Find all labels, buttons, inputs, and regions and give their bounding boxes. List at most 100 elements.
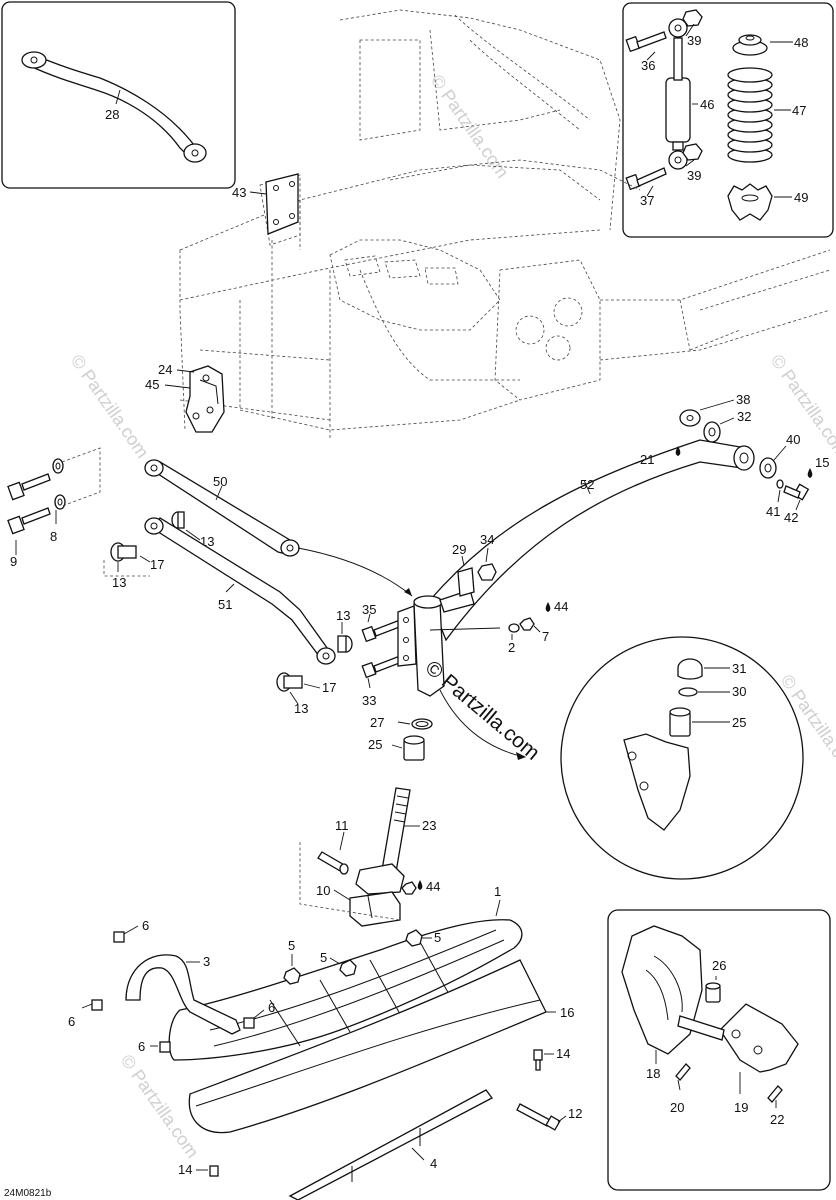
callout-45: 45 <box>145 377 159 392</box>
bushing-part[interactable] <box>669 707 691 737</box>
bolt-part[interactable] <box>516 1103 561 1131</box>
grease-fitting-part[interactable] <box>401 881 417 895</box>
bushing-part[interactable] <box>171 511 185 529</box>
callout-31: 31 <box>732 661 746 676</box>
callout-25: 25 <box>368 737 382 752</box>
washer-part[interactable] <box>776 479 784 489</box>
callout-36: 36 <box>641 58 655 73</box>
bolt-part[interactable] <box>7 473 51 501</box>
callout-48: 48 <box>794 35 808 50</box>
bushing-part[interactable] <box>703 421 721 443</box>
bolt-part[interactable] <box>209 1165 219 1177</box>
clip-part[interactable] <box>678 687 698 697</box>
shoulder-bolt-part[interactable] <box>276 672 303 692</box>
inset-top-left: 28 <box>1 1 236 189</box>
callout-6: 6 <box>142 918 149 933</box>
nut-part[interactable] <box>477 563 497 581</box>
nut-part[interactable] <box>682 143 703 161</box>
grease-icon <box>807 468 813 478</box>
spring-seat-part[interactable] <box>732 34 768 56</box>
bolt-part[interactable] <box>625 167 667 191</box>
bushing-part[interactable] <box>403 735 425 761</box>
partzilla-label: © Partzilla.com <box>421 656 544 765</box>
bracket-part[interactable] <box>457 567 475 597</box>
ski-handle-part[interactable] <box>125 954 241 1035</box>
bolt-part[interactable] <box>361 655 403 679</box>
grease-fitting-part[interactable] <box>519 617 535 631</box>
callout-35: 35 <box>362 602 376 617</box>
callout-13: 13 <box>294 701 308 716</box>
shoulder-bolt-part[interactable] <box>110 542 137 562</box>
callout-3: 3 <box>203 954 210 969</box>
bolt-part[interactable] <box>783 483 810 501</box>
spindle-housing-part[interactable] <box>397 589 475 697</box>
washer-part[interactable] <box>52 458 64 474</box>
torque-rod-part[interactable] <box>21 51 207 163</box>
callout-14: 14 <box>556 1046 570 1061</box>
nut-part[interactable] <box>339 959 357 977</box>
callout-18: 18 <box>646 1066 660 1081</box>
lower-a-arm-part[interactable] <box>144 517 336 665</box>
callout-29: 29 <box>452 542 466 557</box>
bracket-part[interactable] <box>185 365 225 433</box>
axle-part[interactable] <box>677 1015 725 1041</box>
bolt-part[interactable] <box>243 1017 255 1029</box>
nut-part[interactable] <box>682 9 703 27</box>
callout-2: 2 <box>508 640 515 655</box>
spindle-bracket-part[interactable] <box>719 1003 799 1073</box>
shock-absorber-part[interactable] <box>665 18 691 170</box>
washer-part[interactable] <box>759 457 777 479</box>
bushing-part[interactable] <box>705 982 721 1003</box>
ski-skeg-part[interactable] <box>188 959 547 1134</box>
pin-part[interactable] <box>317 851 349 875</box>
callout-21: 21 <box>640 452 654 467</box>
bolt-part[interactable] <box>767 1085 783 1103</box>
callout-40: 40 <box>786 432 800 447</box>
bolt-part[interactable] <box>533 1049 543 1071</box>
inset-top-right: 39 36 48 46 47 37 39 49 <box>622 2 834 238</box>
callout-34: 34 <box>480 532 494 547</box>
mount-plate-part[interactable] <box>265 173 299 235</box>
callout-12: 12 <box>568 1106 582 1121</box>
callout-41: 41 <box>766 504 780 519</box>
spindle-part[interactable] <box>355 787 411 895</box>
cap-part[interactable] <box>677 658 703 680</box>
callout-33: 33 <box>362 693 376 708</box>
inset-bottom-right: 26 18 20 19 22 <box>607 909 831 1191</box>
nut-part[interactable] <box>405 929 423 947</box>
callout-20: 20 <box>670 1100 684 1115</box>
rubber-block-part[interactable] <box>349 891 401 927</box>
washer-part[interactable] <box>54 494 66 510</box>
runner-part[interactable] <box>288 1089 493 1200</box>
bolt-part[interactable] <box>91 999 103 1011</box>
bolt-part[interactable] <box>159 1041 171 1053</box>
washer-part[interactable] <box>508 623 520 633</box>
bolt-part[interactable] <box>113 931 125 943</box>
callout-9: 9 <box>10 554 17 569</box>
callout-5: 5 <box>434 930 441 945</box>
spring-stopper-part[interactable] <box>727 183 773 221</box>
callout-4: 4 <box>430 1156 437 1171</box>
callout-27: 27 <box>370 715 384 730</box>
washer-part[interactable] <box>679 409 701 427</box>
bolt-part[interactable] <box>675 1063 691 1081</box>
watermark: © Partzilla.com <box>767 351 836 462</box>
spindle-housing-part[interactable] <box>623 733 691 831</box>
spring-part[interactable] <box>727 67 773 163</box>
bushing-part[interactable] <box>337 635 353 653</box>
bolt-part[interactable] <box>625 31 667 53</box>
bolt-part[interactable] <box>7 507 51 535</box>
callout-23: 23 <box>422 818 436 833</box>
trailing-arm-part[interactable] <box>429 439 755 642</box>
nut-part[interactable] <box>283 967 301 985</box>
callout-47: 47 <box>792 103 806 118</box>
callout-24: 24 <box>158 362 172 377</box>
chassis-frame <box>179 9 831 440</box>
callout-11: 11 <box>335 818 349 833</box>
callout-39: 39 <box>687 168 701 183</box>
callout-6: 6 <box>268 1000 275 1015</box>
grease-icon <box>417 880 423 890</box>
watermark: © Partzilla.com <box>67 351 153 462</box>
bolt-part[interactable] <box>361 619 403 643</box>
o-ring-part[interactable] <box>411 718 433 730</box>
